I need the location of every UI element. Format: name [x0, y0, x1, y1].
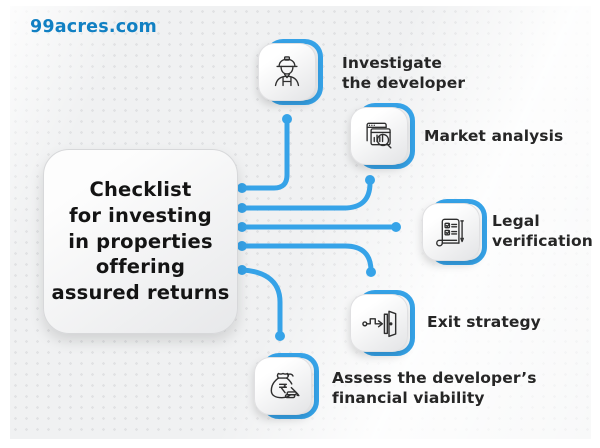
market-analysis-icon [366, 122, 392, 149]
connector-dot [237, 222, 247, 232]
connector-dot [237, 241, 247, 251]
connector-1 [239, 116, 290, 191]
connector-lines [237, 114, 401, 341]
item-market-analysis[interactable] [350, 103, 415, 169]
tile-investigate-developer [258, 43, 316, 101]
connector-dot [282, 114, 292, 124]
item-label-market-analysis: Market analysis [424, 127, 564, 145]
money-bag-icon [270, 372, 300, 399]
item-legal-verification[interactable] [422, 199, 487, 265]
item-label-financial-viability: Assess the developer’s financial viabili… [332, 369, 537, 407]
dotted-background: 99acres.com [10, 6, 593, 439]
item-investigate-developer[interactable] [258, 39, 323, 105]
connector-2 [239, 177, 373, 211]
checklist-title: Checklist for investing in properties of… [51, 178, 230, 305]
connector-dot [365, 175, 375, 185]
item-financial-viability[interactable] [254, 353, 319, 419]
exit-door-icon [362, 310, 397, 338]
item-label-investigate-developer: Investigate the developer [342, 54, 466, 92]
brand-logo[interactable]: 99acres.com [30, 17, 157, 37]
item-label-exit-strategy: Exit strategy [427, 313, 541, 331]
connector-dot [237, 203, 247, 213]
connector-dot [237, 265, 247, 275]
connector-4 [239, 243, 374, 274]
construction-worker-icon [274, 56, 300, 87]
checklist-title-card: Checklist for investing in properties of… [43, 149, 238, 334]
connector-dot [237, 183, 247, 193]
legal-document-icon [436, 218, 464, 247]
connector-dot [391, 222, 401, 232]
tile-market-analysis [350, 107, 408, 165]
item-label-legal-verification: Legal verification [492, 212, 593, 250]
tile-financial-viability [254, 357, 312, 415]
connector-dot [275, 331, 285, 341]
connector-5 [239, 267, 283, 339]
tile-legal-verification [422, 203, 480, 261]
connector-dot [366, 267, 376, 277]
item-exit-strategy[interactable] [350, 290, 415, 356]
tile-exit-strategy [350, 294, 408, 352]
